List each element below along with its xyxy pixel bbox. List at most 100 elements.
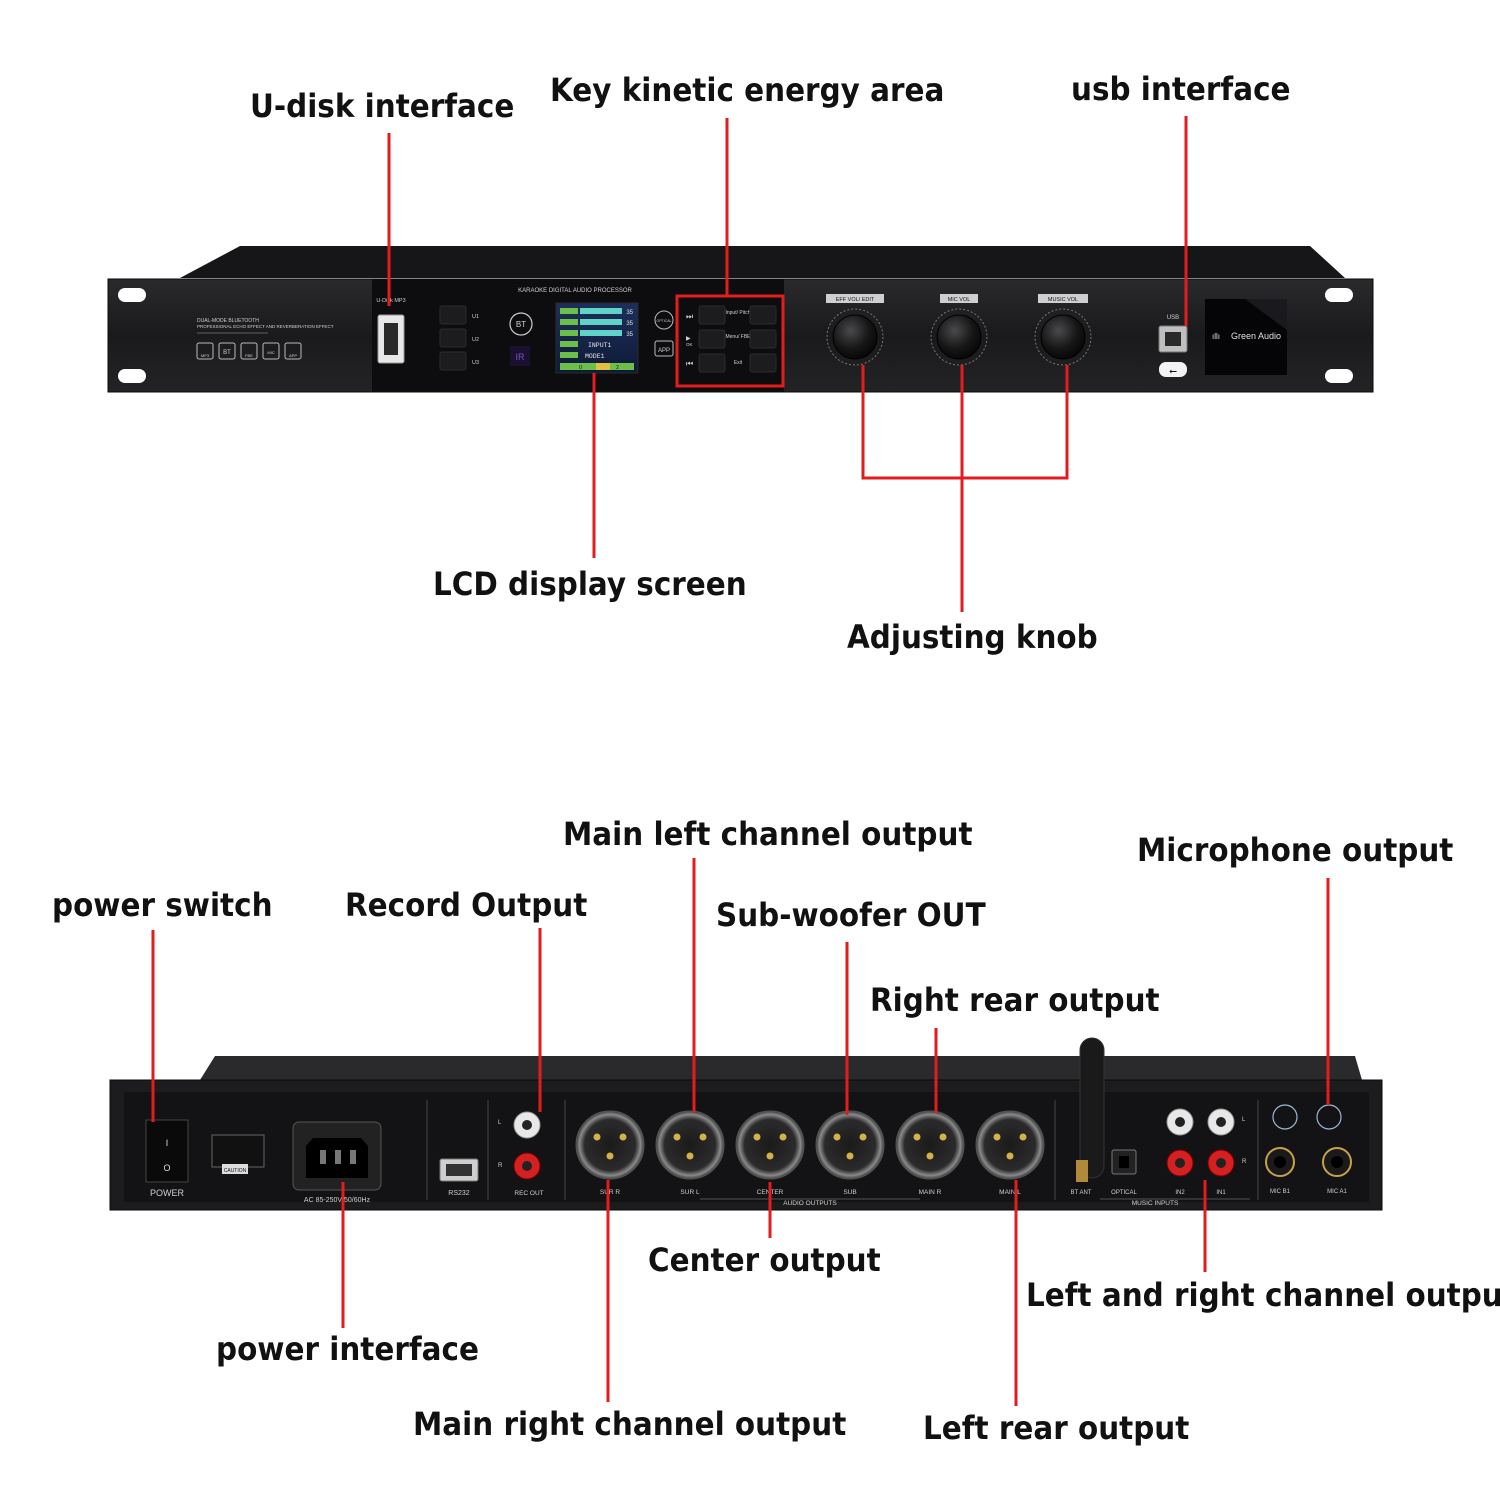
- knob-label-mic: MIC VOL: [948, 297, 971, 303]
- xlr-label-sur-l: SUR L: [680, 1189, 700, 1196]
- u2-button[interactable]: [439, 328, 467, 348]
- caution-label: CAUTION: [224, 1168, 247, 1174]
- lcd-mode: MODE1: [585, 353, 605, 360]
- rec-out-l-label: L: [498, 1120, 502, 1126]
- music-l-label: L: [1242, 1117, 1246, 1123]
- prev-button[interactable]: [698, 353, 726, 373]
- next-button[interactable]: [698, 305, 726, 325]
- lcd-foot-left: 0: [579, 365, 582, 371]
- optical-label-rear: OPTICAL: [1111, 1190, 1137, 1196]
- xlr-label-main-l: MAIN L: [999, 1189, 1021, 1196]
- input-pitch-button[interactable]: [749, 305, 777, 325]
- bt-indicator: [509, 312, 533, 336]
- u-buttons: U1 U2 U3: [439, 305, 479, 371]
- key-area: ⏭ ▶ OK ⏮ Input/ Pitch Menu/ FBE Exit: [675, 294, 785, 388]
- mode-icon-app: APP: [289, 353, 297, 358]
- lcd-value-2: 35: [626, 321, 633, 327]
- pointer-knob-bracket: [861, 365, 1069, 480]
- label-lr-channel-output: Left and right channel output: [1026, 1276, 1500, 1314]
- u1-button[interactable]: [439, 305, 467, 325]
- key-label-exit: Exit: [734, 360, 743, 366]
- mode-icon-mp3: MP3: [201, 353, 210, 358]
- app-label: APP: [658, 348, 670, 354]
- in1-label: IN1: [1216, 1190, 1226, 1196]
- usb-icon: [1159, 362, 1187, 377]
- label-power-switch: power switch: [52, 886, 273, 924]
- svg-text:⭠: ⭠: [1169, 366, 1177, 377]
- xlr-sub[interactable]: [815, 1110, 885, 1180]
- knobs: EFF VOL/ EDIT MIC VOL MUSIC VOL: [826, 294, 1092, 366]
- xlr-center[interactable]: [735, 1110, 805, 1180]
- label-left-rear: Left rear output: [923, 1409, 1190, 1447]
- label-record-output: Record Output: [345, 886, 588, 924]
- in2-label: IN2: [1175, 1190, 1185, 1196]
- front-product-name: KARAOKE DIGITAL AUDIO PROCESSOR: [518, 288, 632, 294]
- rec-out-label: REC OUT: [514, 1190, 543, 1197]
- u3-button[interactable]: [439, 351, 467, 371]
- mic-vol-knob[interactable]: [936, 314, 982, 360]
- mic-b1-badge-icon: [1272, 1104, 1298, 1130]
- rack-hole-br: [1325, 369, 1353, 383]
- svg-text:O: O: [163, 1163, 170, 1173]
- app-icon: [654, 340, 674, 357]
- mic-b1-label: MIC B1: [1270, 1189, 1291, 1195]
- lcd-foot-right: 2: [616, 365, 619, 371]
- lcd-value-3: 35: [626, 332, 633, 338]
- eff-vol-knob[interactable]: [832, 314, 878, 360]
- ok-button[interactable]: [698, 329, 726, 349]
- music-vol-knob[interactable]: [1040, 314, 1086, 360]
- front-top-lid: [180, 246, 1345, 278]
- ir-label: IR: [516, 352, 526, 362]
- bt-ant-label: BT ANT: [1071, 1190, 1092, 1196]
- xlr-outputs: SUR R SUR L CENTER SUB MAIN R MAIN L AUD…: [575, 1110, 1045, 1207]
- label-usb-interface: usb interface: [1071, 70, 1291, 108]
- ok-label: OK: [686, 342, 693, 347]
- front-panel: DUAL-MODE BLUETOOTH PROFESSIONAL ECHO EF…: [107, 246, 1374, 393]
- mode-icon-bt: BT: [223, 350, 231, 356]
- xlr-main-l[interactable]: [975, 1110, 1045, 1180]
- mic-a1-label: MIC A1: [1327, 1189, 1347, 1195]
- front-subtitle-2: PROFESSIONAL ECHO EFFECT AND REVERBERATI…: [197, 324, 334, 329]
- knob-label-music: MUSIC VOL: [1048, 297, 1078, 303]
- xlr-label-main-r: MAIN R: [919, 1189, 942, 1196]
- label-udisk-interface: U-disk interface: [250, 87, 515, 125]
- svg-text:I: I: [166, 1138, 169, 1148]
- xlr-sur-l[interactable]: [655, 1110, 725, 1180]
- ac-spec-label: AC 85-250V 50/60Hz: [304, 1197, 371, 1204]
- lcd-screen: 35 35 35 INPUT1 MODE1 0 2: [555, 302, 639, 374]
- rack-hole-tl: [118, 288, 146, 302]
- music-r-label: R: [1242, 1159, 1247, 1165]
- rear-panel: I O POWER CAUTION AC 85-250V 50/60Hz RS2…: [109, 1037, 1383, 1211]
- next-icon: ⏭: [686, 312, 693, 321]
- label-adjusting-knob: Adjusting knob: [847, 618, 1098, 656]
- optical-icon: [654, 310, 674, 330]
- u3-label: U3: [472, 360, 479, 366]
- play-icon: ▶: [686, 336, 691, 342]
- bt-antenna[interactable]: [1079, 1037, 1105, 1179]
- xlr-label-sur-r: SUR R: [600, 1189, 621, 1196]
- udisk-panel-label: U-Disk MP3: [376, 298, 405, 304]
- power-switch[interactable]: [145, 1119, 189, 1183]
- rack-hole-tr: [1325, 288, 1353, 302]
- audio-outputs-label: AUDIO OUTPUTS: [783, 1200, 837, 1207]
- lcd-value-1: 35: [626, 310, 633, 316]
- u2-label: U2: [472, 337, 479, 343]
- xlr-label-sub: SUB: [843, 1189, 856, 1196]
- menu-fbe-button[interactable]: [749, 329, 777, 349]
- xlr-sur-r[interactable]: [575, 1110, 645, 1180]
- exit-button[interactable]: [749, 353, 777, 373]
- label-power-interface: power interface: [216, 1330, 479, 1368]
- music-inputs-label: MUSIC INPUTS: [1132, 1200, 1179, 1207]
- label-microphone-output: Microphone output: [1137, 831, 1454, 869]
- spec-sticker: [211, 1134, 265, 1168]
- rec-out-r-label: R: [498, 1163, 503, 1169]
- key-label-menu: Menu/ FBE: [725, 334, 751, 340]
- usb-panel-label: USB: [1167, 315, 1179, 321]
- front-subtitle-1: DUAL-MODE BLUETOOTH: [197, 318, 259, 324]
- u1-label: U1: [472, 314, 479, 320]
- label-center-output: Center output: [648, 1241, 881, 1279]
- knob-label-eff: EFF VOL/ EDIT: [836, 297, 875, 303]
- optical-label: OPTICAL: [657, 319, 672, 323]
- xlr-main-r[interactable]: [895, 1110, 965, 1180]
